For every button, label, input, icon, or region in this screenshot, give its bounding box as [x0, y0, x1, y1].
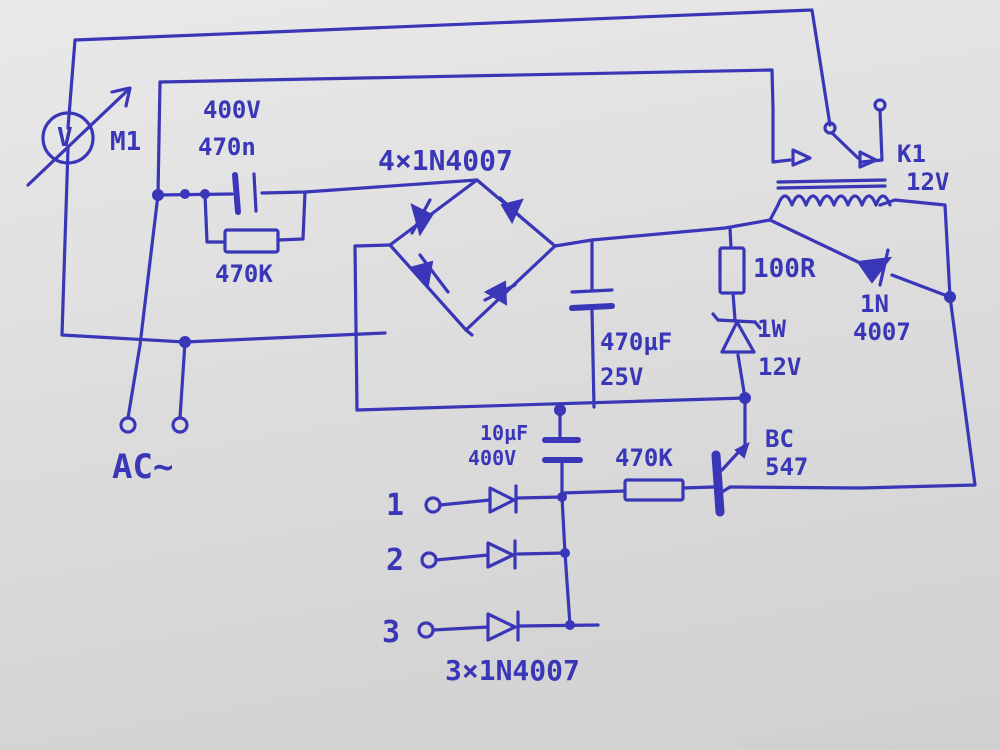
- diode-4007-label: 4007: [853, 318, 911, 346]
- labels: V M1 400V 470n 4×1N4007 K1 12V 470K 100R…: [57, 96, 949, 687]
- input-diodes-label: 3×1N4007: [445, 654, 580, 687]
- resistor-100r: [718, 246, 746, 295]
- input-terminal-2: [420, 551, 438, 569]
- filter-cap-value-label: 470µF: [600, 328, 672, 356]
- transistor-bc-label: BC: [765, 425, 794, 453]
- cap-value-label: 470n: [198, 133, 256, 161]
- zener-voltage-label: 12V: [758, 353, 801, 381]
- filter-cap-voltage-label: 25V: [600, 363, 643, 391]
- diode-1n-label: 1N: [860, 290, 889, 318]
- ac-terminal-left: [119, 416, 137, 434]
- relay-k1: [771, 98, 892, 207]
- resistor-470k-top: [223, 228, 280, 254]
- terminals: [119, 416, 442, 639]
- resistor-100r-label: 100R: [753, 254, 816, 284]
- diode-1n4007-relay: [856, 248, 893, 287]
- cap-voltage-label: 400V: [203, 96, 261, 124]
- transistor-547-label: 547: [765, 453, 808, 481]
- capacitor-470n: [232, 172, 258, 215]
- input-terminal-1: [424, 496, 442, 514]
- relay-voltage-label: 12V: [906, 168, 949, 196]
- zener-diode-12v: [711, 312, 762, 354]
- capacitor-470uf: [569, 288, 615, 311]
- resistor-470k-top-label: 470K: [215, 260, 273, 288]
- ac-terminal-right: [171, 416, 189, 434]
- bridge-diodes: [408, 196, 526, 306]
- resistor-470k-base-label: 470K: [615, 444, 673, 472]
- junctions: [152, 189, 956, 630]
- relay-label: K1: [897, 140, 926, 168]
- input-diodes: [486, 484, 520, 642]
- meter-label: M1: [110, 127, 141, 157]
- cap-10uf-voltage-label: 400V: [468, 446, 516, 470]
- bridge-label: 4×1N4007: [378, 144, 513, 177]
- capacitor-10uf: [542, 437, 583, 463]
- ac-label: AC~: [112, 447, 173, 487]
- input-3-label: 3: [382, 615, 400, 650]
- input-terminal-3: [417, 621, 435, 639]
- input-1-label: 1: [386, 488, 404, 523]
- cap-10uf-label: 10µF: [480, 421, 528, 445]
- wires: [60, 8, 977, 632]
- transistor-bc547: [711, 442, 750, 517]
- zener-power-label: 1W: [757, 315, 786, 343]
- voltmeter-symbol: V: [57, 123, 73, 153]
- input-2-label: 2: [386, 543, 404, 578]
- voltmeter-m1: [26, 86, 132, 187]
- resistor-470k-base: [623, 478, 685, 502]
